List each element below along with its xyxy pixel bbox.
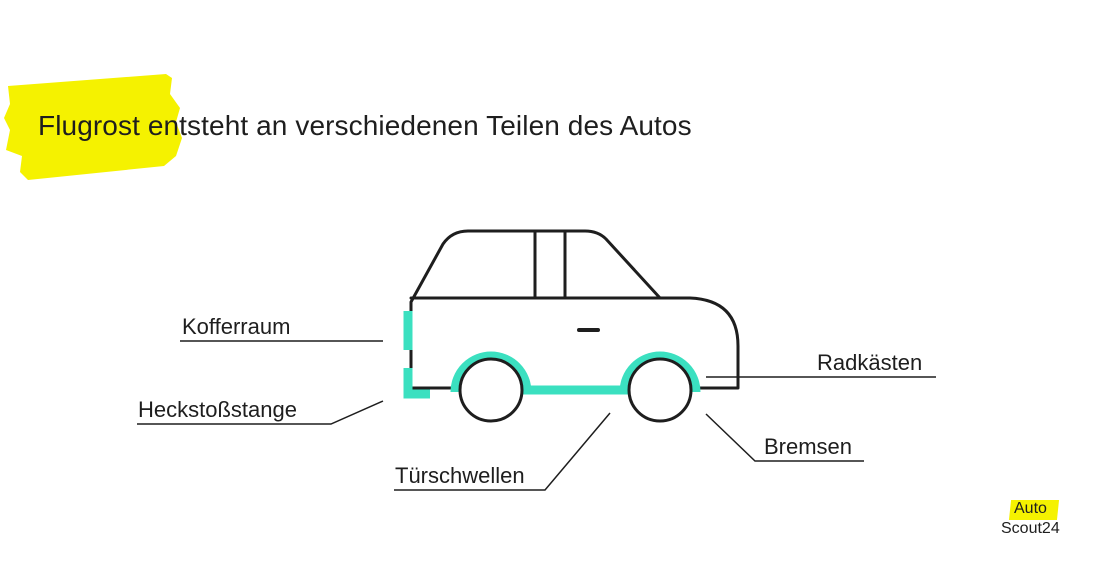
rear-wheel	[458, 357, 524, 423]
label-radkaesten: Radkästen	[817, 350, 923, 375]
heckstossstange-leader-line	[137, 400, 384, 425]
label-kofferraum: Kofferraum	[182, 314, 291, 339]
logo-text-auto: Auto	[1014, 500, 1047, 517]
page-title: Flugrost entsteht an verschiedenen Teile…	[38, 110, 692, 141]
tuerschwellen-leader-line	[394, 412, 611, 491]
headline-highlight-marker	[4, 74, 182, 180]
label-bremsen: Bremsen	[764, 434, 853, 459]
bremsen-leader-line	[705, 413, 864, 462]
label-heckstossstange: Heckstoßstange	[138, 397, 297, 422]
headline-area: Flugrost entsteht an verschiedenen Teile…	[0, 60, 820, 190]
front-wheel	[627, 357, 693, 423]
wheel-arch-rear-highlight	[450, 351, 532, 393]
wheel-arch-front-highlight	[619, 351, 701, 393]
logo-text-scout24: Scout24	[1001, 520, 1060, 537]
rear-bumper-highlight	[403, 368, 430, 399]
autoscout24-logo: Auto Scout24	[1000, 497, 1080, 547]
car-body-outline	[409, 229, 740, 390]
label-tuerschwellen: Türschwellen	[395, 463, 525, 488]
